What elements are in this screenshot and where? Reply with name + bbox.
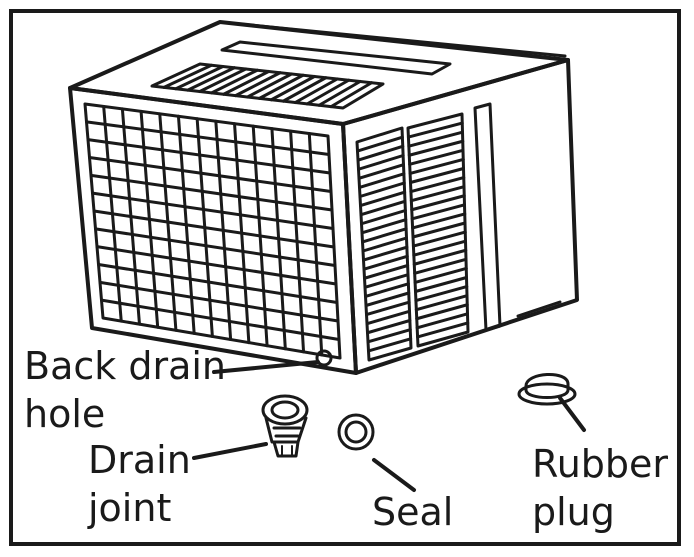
top-vent-slat xyxy=(269,75,316,102)
side-louver-slat xyxy=(362,254,409,271)
side-louver-slat xyxy=(413,266,468,284)
grille-bar-horizontal xyxy=(86,138,332,175)
leader-back-drain-hole xyxy=(212,360,320,374)
side-louver-slat xyxy=(415,303,469,321)
side-louver-slat xyxy=(407,130,464,148)
grille-bar-horizontal xyxy=(97,263,339,304)
side-louver-slat xyxy=(364,282,410,298)
rubber-plug-part xyxy=(517,372,577,406)
top-vent-slat xyxy=(222,70,271,96)
top-vent-slat xyxy=(281,76,328,103)
grille-bar-horizontal xyxy=(95,245,338,286)
side-louver-slat xyxy=(408,157,465,175)
side-louver-slat xyxy=(359,190,407,208)
side-louvers xyxy=(355,102,562,362)
side-louver-slat xyxy=(359,199,407,217)
top-vent-slat xyxy=(162,63,213,89)
grille-bar-horizontal xyxy=(88,156,333,193)
side-louver-slat xyxy=(413,257,468,275)
side-louver-slat xyxy=(414,276,468,293)
side-louver-slat xyxy=(358,172,406,189)
top-vent-slat xyxy=(186,66,236,92)
side-louver-slat xyxy=(361,227,408,244)
side-louver-slat xyxy=(412,239,467,257)
side-louver-slat xyxy=(406,121,464,139)
top-vent-slat xyxy=(246,72,293,99)
air-conditioner-unit xyxy=(68,20,579,375)
side-louver-slat xyxy=(411,221,467,239)
side-louver-slat xyxy=(357,154,405,171)
side-louver-slat xyxy=(365,300,411,317)
side-louver-slat xyxy=(363,264,410,280)
side-louver-slat xyxy=(412,248,468,266)
top-vent-slat xyxy=(293,77,339,104)
top-vent-slat xyxy=(305,78,351,106)
side-louver-slat xyxy=(358,181,406,198)
grille-bar-horizontal xyxy=(85,120,331,156)
side-louver-slat xyxy=(407,139,465,157)
grille-bar-horizontal xyxy=(89,173,334,212)
top-vent-slat xyxy=(174,65,225,91)
label-back-drain-hole: Back drain hole xyxy=(24,344,227,436)
top-vent-slat xyxy=(257,73,305,100)
side-louver-slat xyxy=(365,309,411,326)
top-vent-slat xyxy=(329,81,374,109)
side-louver-slat xyxy=(410,203,466,221)
top-vent-slat xyxy=(210,68,259,95)
side-louver-slat xyxy=(366,328,412,344)
leader-seal xyxy=(372,458,416,492)
grille-bar-horizontal xyxy=(100,298,341,341)
side-louver-slat xyxy=(411,212,467,230)
side-louver-slat xyxy=(409,167,465,184)
side-louver-slat xyxy=(416,321,470,339)
drain-joint-part xyxy=(261,394,309,458)
label-seal: Seal xyxy=(372,490,454,534)
side-louver-slat xyxy=(366,319,412,335)
side-louver-slat xyxy=(364,291,411,307)
side-louver-slat xyxy=(408,148,465,166)
side-louver-slat xyxy=(357,163,405,180)
side-louver-slat xyxy=(415,312,469,330)
grille-bar-horizontal xyxy=(94,227,337,267)
side-louver-slat xyxy=(360,209,407,226)
top-vent-slat xyxy=(317,80,362,107)
front-grille xyxy=(83,102,342,360)
seal-part xyxy=(337,413,375,451)
top-vent xyxy=(150,40,452,110)
grille-bar-horizontal xyxy=(92,209,336,249)
side-louver-slat xyxy=(356,135,404,153)
side-louver-slat xyxy=(356,144,405,162)
label-drain-joint: Drain joint xyxy=(88,438,191,530)
side-louver-slat xyxy=(414,285,469,303)
side-louver-slat xyxy=(362,245,409,262)
side-louver-slat xyxy=(411,230,467,248)
top-vent-slat xyxy=(198,67,248,93)
leader-drain-joint xyxy=(192,442,268,460)
side-louver-slat xyxy=(363,273,410,289)
unit-side-face xyxy=(341,58,579,375)
leader-rubber-plug xyxy=(558,396,586,432)
side-louver-slat xyxy=(367,337,413,353)
side-louver-slat xyxy=(360,218,408,235)
side-louver-slat xyxy=(409,185,466,203)
label-rubber-plug: Rubber plug xyxy=(532,442,669,534)
side-louver-slat xyxy=(414,294,469,312)
unit-top-face xyxy=(68,20,570,126)
grille-bar-horizontal xyxy=(91,191,335,230)
side-louver-slat xyxy=(409,176,466,194)
back-drain-hole xyxy=(315,349,333,367)
side-louver-slat xyxy=(410,194,466,212)
grille-bar-horizontal xyxy=(98,280,340,323)
side-louver-slat xyxy=(361,236,408,253)
top-vent-slat xyxy=(234,71,282,98)
